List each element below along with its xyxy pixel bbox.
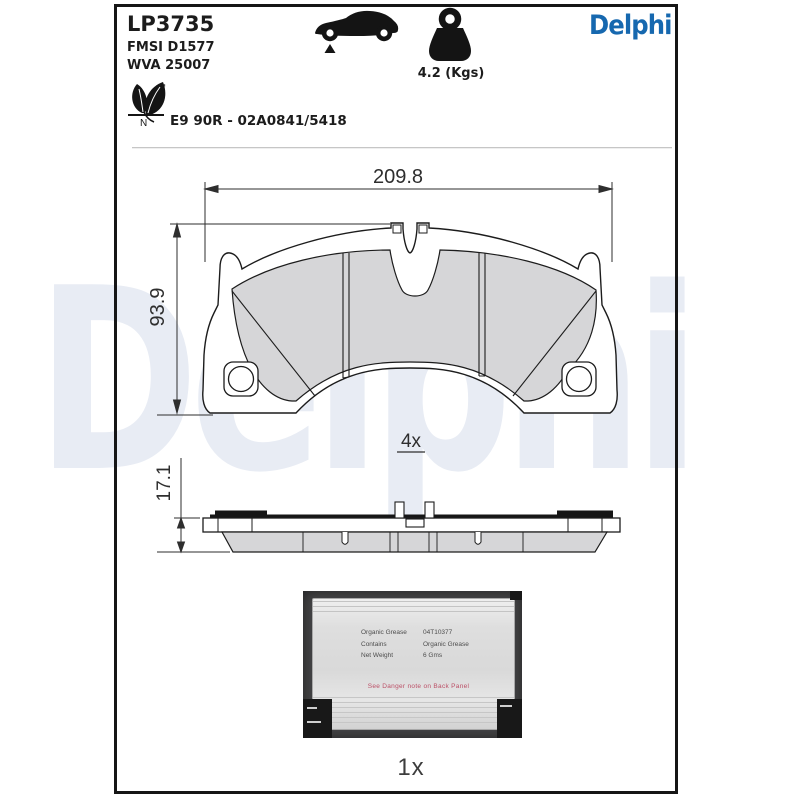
label-name: Contains — [361, 640, 387, 648]
eco-leaf-icon: N — [128, 82, 166, 129]
label-value: 6 Gms — [423, 652, 443, 659]
label-name: Organic Grease — [361, 629, 407, 636]
weight-icon — [429, 7, 471, 61]
weight-value: 4.2 (Kgs) — [417, 66, 485, 81]
height-dimension — [157, 222, 390, 416]
sachet-warning: See Danger note on Back Panel — [367, 683, 470, 690]
trademark-symbol: ™ — [159, 84, 166, 91]
clip-tab-left — [392, 224, 402, 234]
label-row: Organic Grease 04T10377 — [361, 627, 469, 639]
sachet-label: Organic Grease 04T10377 Contains Organic… — [361, 627, 469, 662]
eco-letter: N — [140, 118, 147, 129]
thickness-dimension — [157, 458, 230, 554]
width-dimension-label: 209.8 — [373, 166, 423, 188]
part-number: LP3735 — [127, 12, 215, 36]
side-friction-lines — [302, 532, 524, 552]
friction-notch-right — [474, 532, 482, 545]
friction-notch-left — [341, 532, 349, 545]
label-value: 04T10377 — [423, 629, 453, 636]
photo-corner-patch — [497, 699, 522, 738]
spring-clip — [394, 501, 435, 528]
grease-sachet: Organic Grease 04T10377 Contains Organic… — [312, 598, 515, 730]
plate-end-lines — [217, 518, 603, 532]
friction-material — [231, 249, 597, 402]
grease-sachet-photo: Organic Grease 04T10377 Contains Organic… — [303, 591, 522, 738]
label-value: Organic Grease — [423, 640, 469, 648]
side-friction-material — [220, 531, 609, 553]
front-view-drawing: 209.8 93.9 — [147, 166, 618, 453]
front-axle-arrow-icon — [324, 44, 336, 53]
car-front-axle-icon — [315, 10, 399, 53]
photo-corner-patch — [510, 591, 522, 600]
height-dimension-label: 93.9 — [147, 288, 169, 327]
print-marks — [500, 705, 512, 707]
friction-chamfers-and-slots — [231, 253, 597, 397]
label-row: Net Weight 6 Gms — [361, 650, 469, 662]
thickness-dimension-label: 17.1 — [154, 465, 175, 502]
photo-corner-patch — [303, 699, 332, 738]
pad-quantity-label: 4x — [401, 431, 422, 452]
mounting-hole-right — [561, 361, 597, 397]
print-marks — [307, 721, 321, 723]
width-dimension — [203, 182, 614, 262]
wva-code: WVA 25007 — [127, 58, 211, 73]
shim-strips — [210, 510, 613, 518]
clip-tab-right — [418, 224, 428, 234]
mounting-hole-left — [223, 361, 259, 397]
print-marks — [307, 707, 317, 709]
sachet-top-seam — [313, 601, 514, 615]
grease-quantity-label: 1x — [397, 754, 425, 781]
fmsi-code: FMSI D1577 — [127, 40, 215, 55]
approval-number: E9 90R - 02A0841/5418 — [170, 113, 347, 129]
label-name: Net Weight — [361, 652, 394, 659]
side-view-drawing: 17.1 — [154, 458, 621, 554]
label-row: Contains Organic Grease — [361, 639, 469, 651]
brand-logo: Delphi — [589, 10, 673, 41]
header-divider — [132, 147, 672, 149]
sachet-bottom-seam — [313, 697, 514, 727]
